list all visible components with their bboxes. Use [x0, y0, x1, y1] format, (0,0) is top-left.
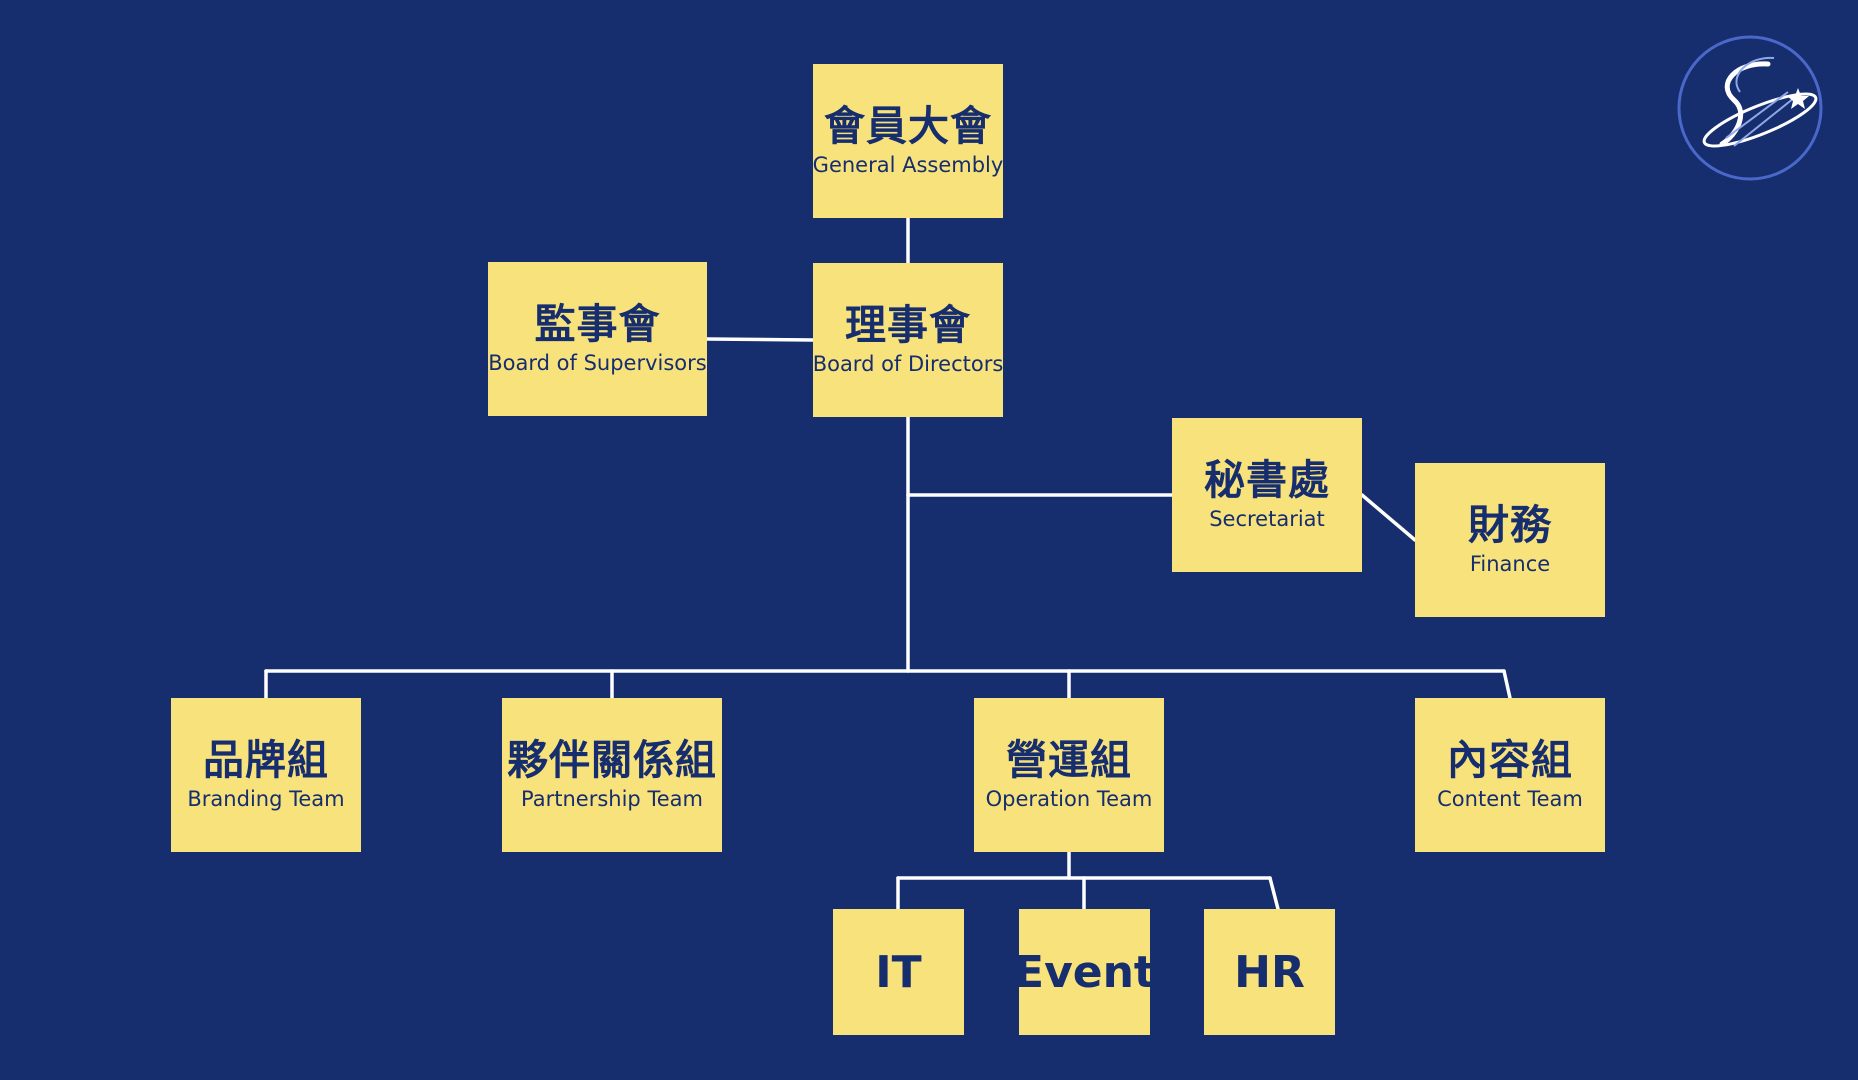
node-en-label: Operation Team	[985, 786, 1153, 811]
node-secretariat: 秘書處 Secretariat	[1172, 418, 1362, 572]
node-content-team: 內容組 Content Team	[1415, 698, 1605, 852]
node-zh-label: 營運組	[1006, 735, 1132, 784]
node-finance: 財務 Finance	[1415, 463, 1605, 617]
node-en-label: Content Team	[1437, 786, 1583, 811]
node-en-label: Branding Team	[187, 786, 345, 811]
node-partnership-team: 夥伴關係組 Partnership Team	[502, 698, 722, 852]
node-zh-label: 品牌組	[203, 735, 329, 784]
node-label: IT	[875, 946, 922, 998]
node-zh-label: 內容組	[1447, 735, 1573, 784]
connector-secretariat-finance	[1360, 493, 1417, 542]
node-en-label: Board of Supervisors	[488, 350, 707, 375]
node-it: IT	[833, 909, 964, 1035]
node-zh-label: 會員大會	[824, 101, 992, 150]
node-event: Event	[1014, 909, 1155, 1035]
node-general-assembly: 會員大會 General Assembly	[813, 64, 1003, 218]
shooting-star-logo-icon	[1677, 35, 1823, 181]
connector-content-drop	[1502, 669, 1512, 700]
node-label: Event	[1014, 946, 1155, 998]
node-zh-label: 秘書處	[1204, 455, 1330, 504]
connector-hr-drop	[1268, 876, 1280, 911]
node-en-label: Board of Directors	[812, 351, 1004, 376]
node-hr: HR	[1204, 909, 1335, 1035]
node-board-of-directors: 理事會 Board of Directors	[813, 263, 1003, 417]
node-en-label: General Assembly	[812, 152, 1004, 177]
node-board-of-supervisors: 監事會 Board of Supervisors	[488, 262, 707, 416]
node-zh-label: 財務	[1468, 500, 1552, 549]
node-en-label: Partnership Team	[521, 786, 703, 811]
node-en-label: Finance	[1469, 551, 1551, 576]
node-zh-label: 理事會	[845, 300, 971, 349]
node-operation-team: 營運組 Operation Team	[974, 698, 1164, 852]
node-zh-label: 監事會	[534, 299, 661, 348]
node-label: HR	[1234, 946, 1305, 998]
node-branding-team: 品牌組 Branding Team	[171, 698, 361, 852]
connector-supervisors-directors	[705, 337, 815, 342]
node-en-label: Secretariat	[1209, 506, 1325, 531]
node-zh-label: 夥伴關係組	[507, 735, 717, 784]
